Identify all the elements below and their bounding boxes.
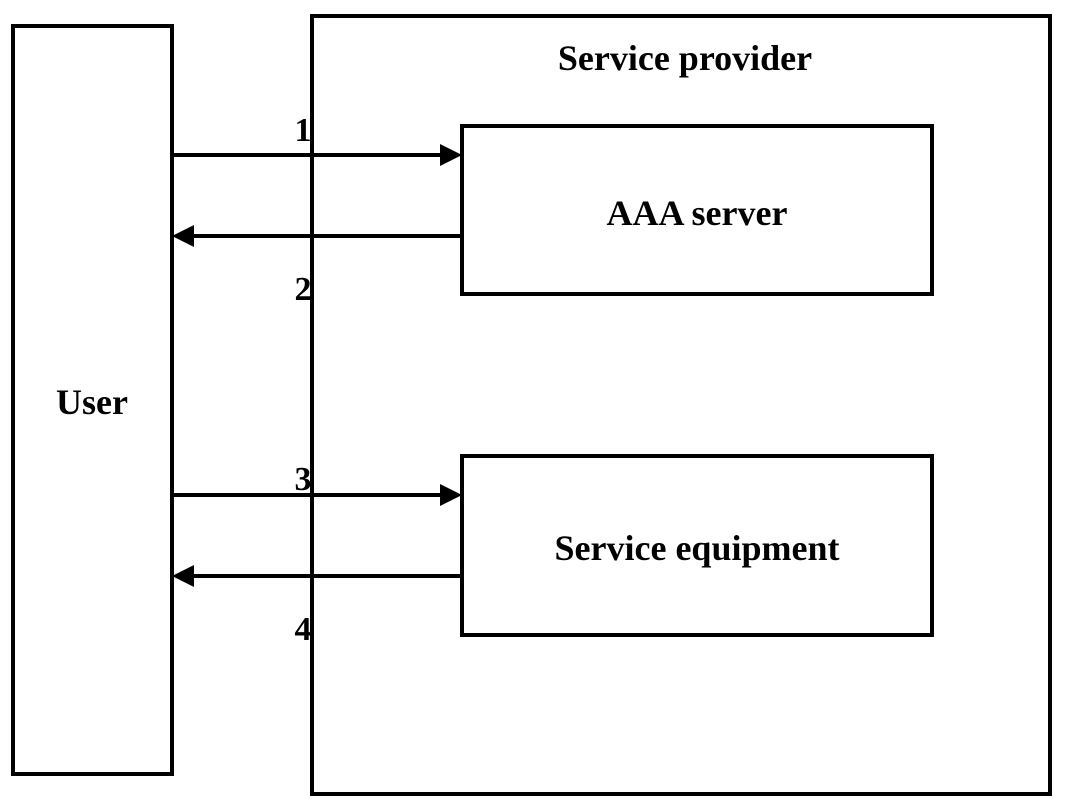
- service-equipment-label: Service equipment: [555, 528, 840, 568]
- edge-label-2: 2: [295, 271, 312, 308]
- aaa-server-box: [460, 124, 934, 296]
- arrow-4: [172, 565, 462, 587]
- edge-label-3: 3: [295, 461, 312, 498]
- user-label: User: [56, 382, 128, 422]
- user-box: [11, 24, 174, 776]
- service-provider-box: [310, 14, 1052, 796]
- edge-label-1: 1: [295, 112, 312, 149]
- edge-label-4: 4: [295, 611, 312, 648]
- arrow-3: [172, 484, 462, 506]
- arrow-2: [172, 225, 462, 247]
- arrow-1: [172, 144, 462, 166]
- service-equipment-box: [460, 454, 934, 637]
- aaa-server-label: AAA server: [607, 193, 788, 233]
- service-provider-label: Service provider: [558, 38, 812, 78]
